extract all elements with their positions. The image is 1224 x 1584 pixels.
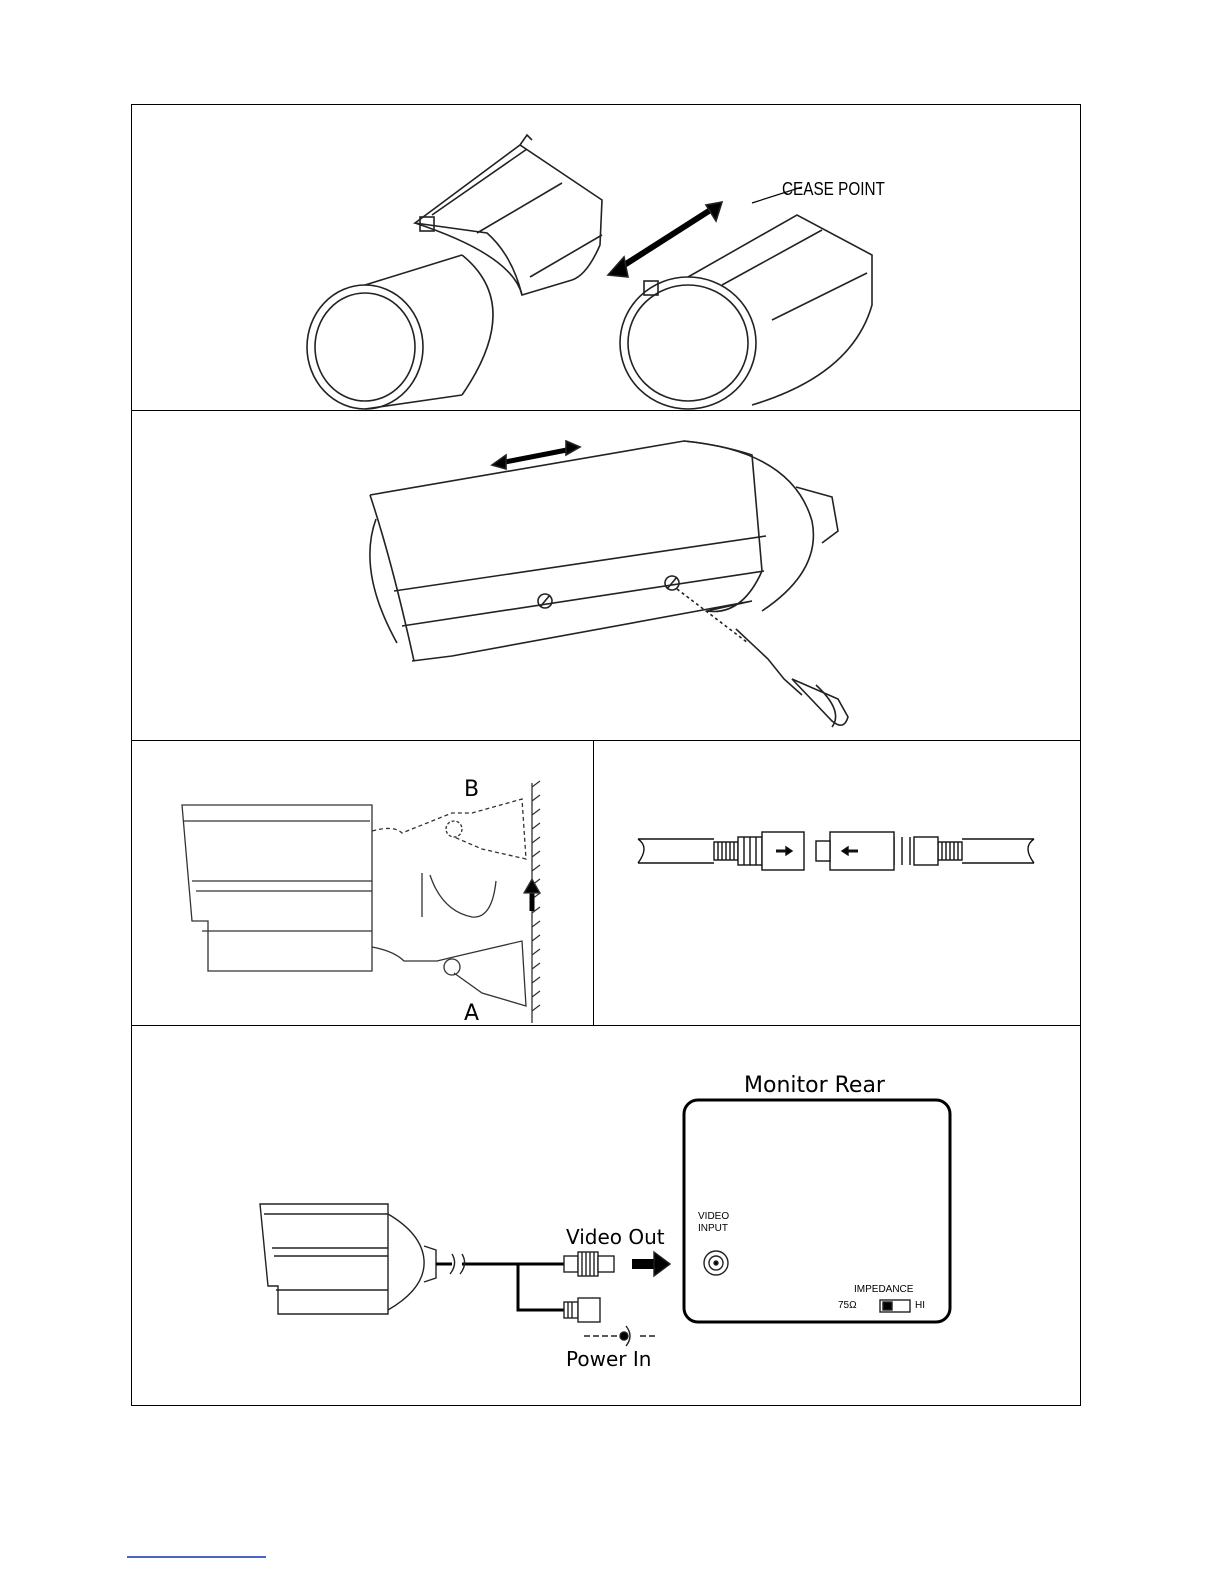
ohm-label: 75Ω — [838, 1301, 857, 1311]
panel-connector — [594, 741, 1080, 1026]
screwdriver-drawing — [132, 411, 1080, 741]
connector-drawing — [594, 741, 1080, 1026]
bracket-drawing — [132, 741, 594, 1026]
hi-label: HI — [915, 1301, 925, 1311]
video-input-label: VIDEO INPUT — [698, 1211, 729, 1235]
label-a: A — [464, 1003, 479, 1025]
impedance-label: IMPEDANCE — [854, 1285, 913, 1295]
panel-sunshield-attach: CEASE POINT — [132, 105, 1080, 411]
panel-bracket-mount: B A — [132, 741, 594, 1026]
cease-point-label: CEASE POINT — [782, 180, 885, 198]
panel-wiring: Monitor Rear Video Out Power In VIDEO IN… — [132, 1026, 1080, 1405]
monitor-rear-title: Monitor Rear — [744, 1075, 885, 1097]
panel-sunshield-screws — [132, 411, 1080, 741]
label-b: B — [464, 779, 479, 801]
video-out-label: Video Out — [566, 1227, 665, 1247]
illustration-frame: CEASE POINT — [131, 104, 1081, 1406]
power-in-label: Power In — [566, 1349, 651, 1369]
sunshield-drawing — [132, 105, 1080, 411]
footer-link-underline[interactable] — [127, 1556, 266, 1558]
